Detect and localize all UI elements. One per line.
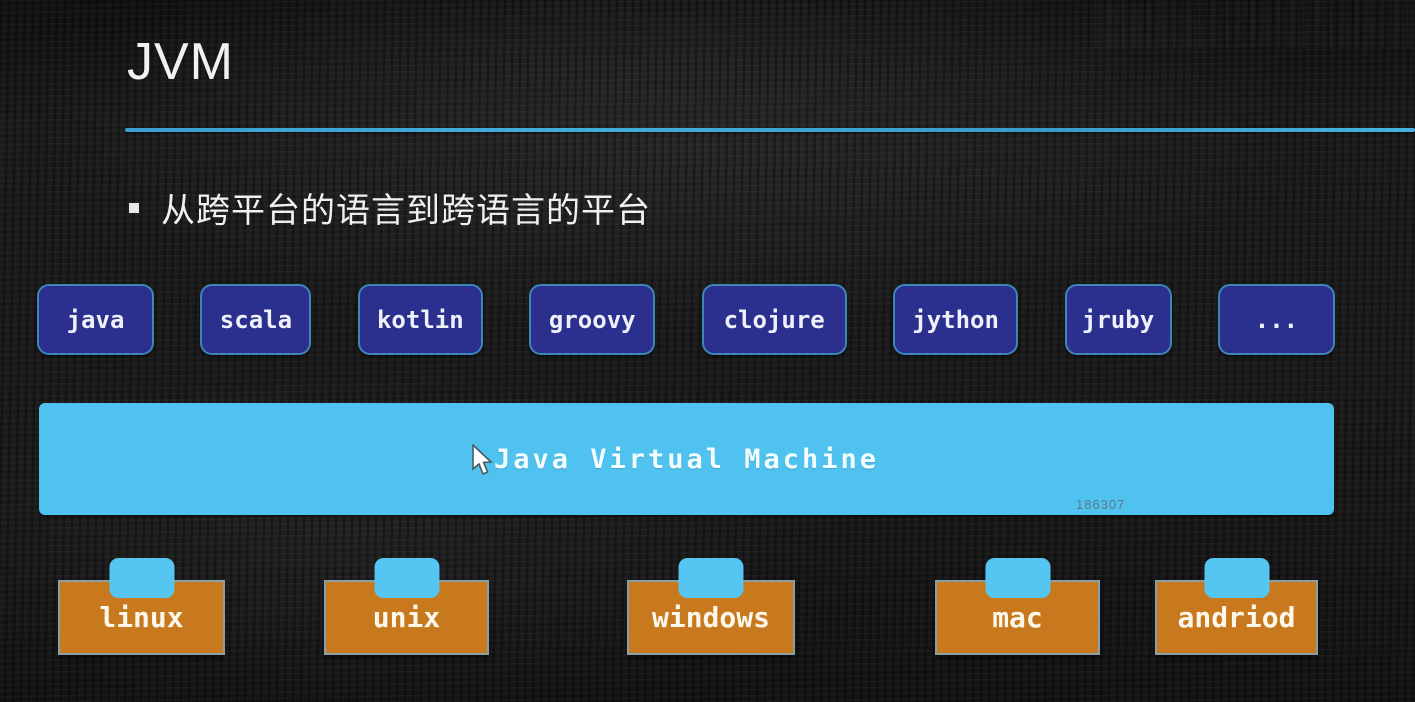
language-label: java (66, 305, 125, 334)
platform-box-andriod: andriod (1155, 558, 1318, 655)
language-box-scala: scala (200, 284, 312, 355)
connector-tab (109, 558, 174, 598)
jvm-bar: Java Virtual Machine (39, 403, 1334, 515)
language-label: scala (219, 305, 293, 334)
connector-tab (374, 558, 439, 598)
language-label: jruby (1081, 305, 1155, 334)
language-label: ... (1254, 305, 1299, 334)
connector-tab (678, 558, 744, 598)
language-label: groovy (548, 305, 636, 334)
language-box-more: ... (1217, 284, 1335, 355)
language-label: kotlin (376, 305, 464, 334)
bullet-text: 从跨平台的语言到跨语言的平台 (161, 192, 651, 230)
platform-box-unix: unix (324, 558, 489, 655)
language-label: jython (912, 305, 999, 334)
platform-box-mac: mac (935, 558, 1100, 655)
platform-label: unix (372, 601, 441, 634)
watermark-number: 186307 (1076, 497, 1126, 512)
language-box-kotlin: kotlin (357, 284, 483, 355)
platform-label: linux (99, 601, 184, 634)
video-artifact-streaks (1095, 0, 1415, 48)
bullet-row: 从跨平台的语言到跨语言的平台 (129, 183, 651, 232)
platform-box-windows: windows (627, 558, 795, 655)
connector-tab (1204, 558, 1269, 598)
jvm-bar-label: Java Virtual Machine (493, 443, 880, 475)
platform-label: andriod (1177, 601, 1296, 634)
language-box-jython: jython (893, 284, 1019, 355)
language-box-clojure: clojure (701, 284, 847, 355)
platform-label: windows (651, 601, 770, 634)
square-bullet-icon (129, 202, 139, 213)
platform-label: mac (992, 601, 1043, 634)
slide-title: JVM (127, 33, 234, 91)
language-box-jruby: jruby (1064, 284, 1172, 355)
language-row: java scala kotlin groovy clojure jython jruby.… (37, 284, 1335, 355)
language-label: clojure (723, 305, 825, 334)
platform-box-linux: linux (58, 558, 225, 655)
connector-tab (985, 558, 1050, 598)
title-underline (125, 128, 1415, 132)
language-box-groovy: groovy (529, 284, 656, 355)
language-box-java: java (37, 284, 154, 355)
